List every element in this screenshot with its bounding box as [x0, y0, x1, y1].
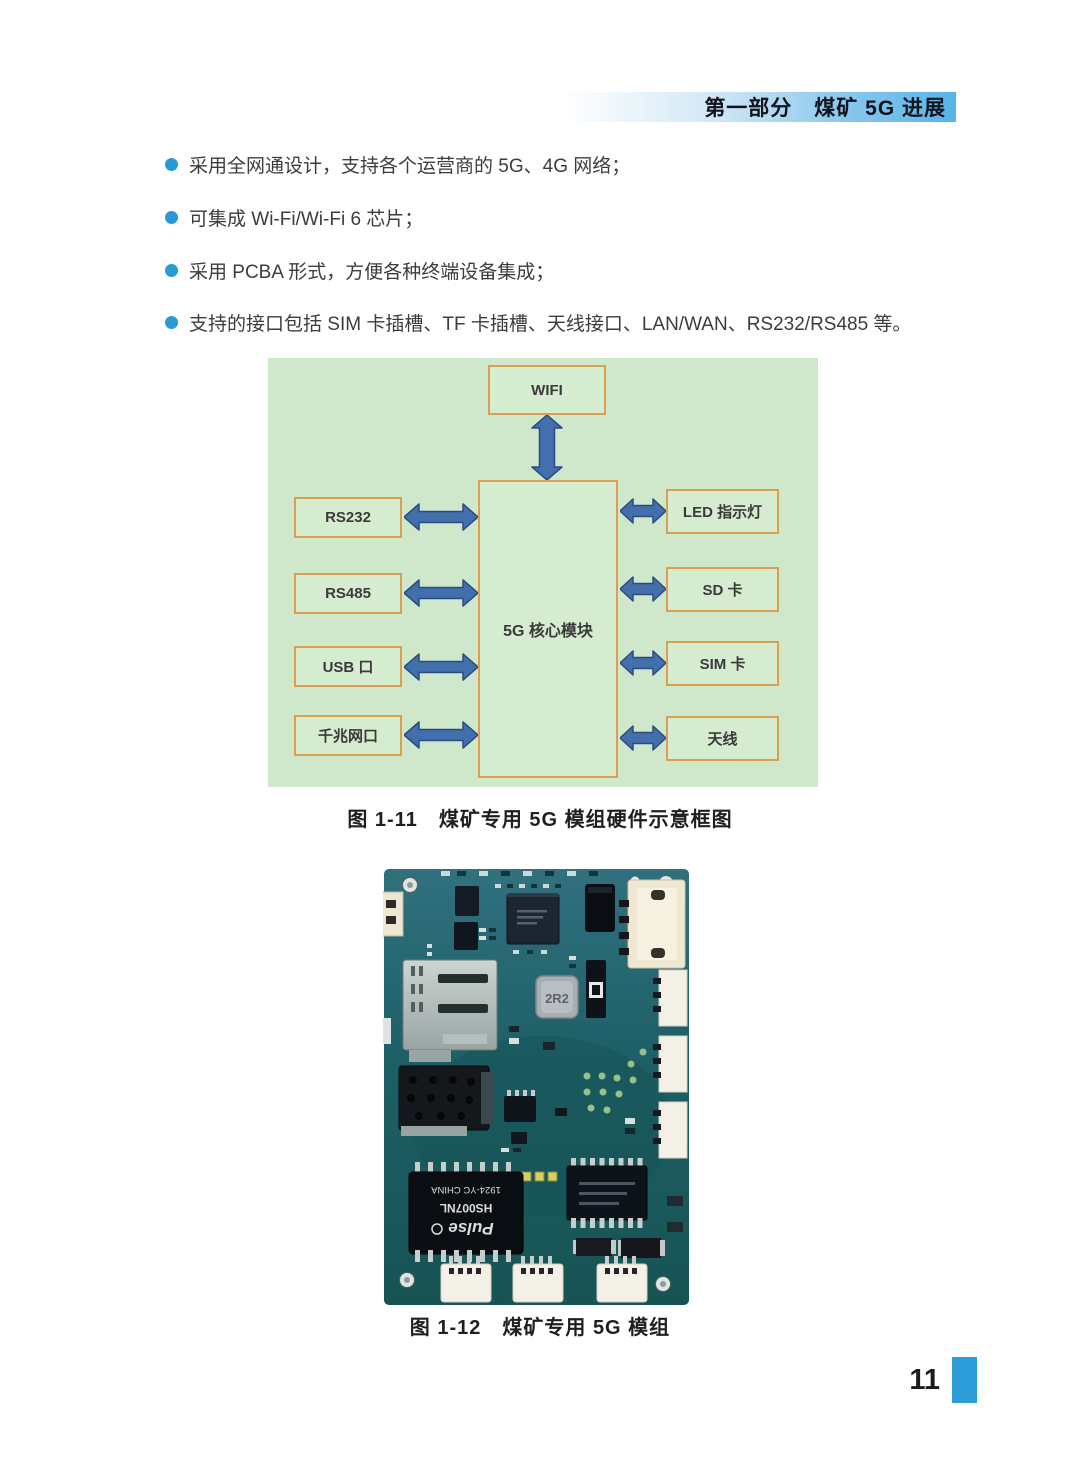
page-number-accent-tab	[952, 1357, 977, 1403]
bullet-icon	[165, 316, 178, 329]
double-arrow-icon	[404, 579, 478, 607]
diagram-box-antenna: 天线	[666, 716, 779, 761]
pulse-transformer: Pulse HS007NL 1924-YC CHINA	[408, 1162, 524, 1262]
bullet-text: 采用全网通设计，支持各个运营商的 5G、4G 网络；	[189, 156, 631, 177]
transformer-model-label: HS007NL	[440, 1201, 493, 1215]
right-ic	[566, 1158, 648, 1228]
bottom-connectors	[440, 1256, 648, 1303]
page-number: 11	[909, 1364, 940, 1396]
bullet-icon	[165, 211, 178, 224]
bullet-icon	[165, 158, 178, 171]
diagram-box-led: LED 指示灯	[666, 489, 779, 534]
diagram-box-5g-core: 5G 核心模块	[478, 480, 618, 778]
bullet-text: 采用 PCBA 形式，方便各种终端设备集成；	[189, 262, 555, 283]
double-arrow-icon	[620, 725, 666, 751]
diagram-box-usb: USB 口	[294, 646, 402, 687]
right-edge-connectors	[653, 969, 688, 1232]
bullet-item: 可集成 Wi-Fi/Wi-Fi 6 芯片；	[165, 204, 423, 231]
double-arrow-icon	[620, 650, 666, 676]
inductor-label: 2R2	[545, 991, 569, 1006]
bullet-icon	[165, 264, 178, 277]
hardware-block-diagram: WIFI 5G 核心模块 RS232 RS485 USB 口 千兆网口 LED …	[268, 358, 818, 787]
double-arrow-icon	[404, 653, 478, 681]
bullet-text: 支持的接口包括 SIM 卡插槽、TF 卡插槽、天线接口、LAN/WAN、RS23…	[189, 314, 912, 335]
double-arrow-icon	[404, 503, 478, 531]
bullet-item: 采用 PCBA 形式，方便各种终端设备集成；	[165, 257, 554, 284]
diagram-box-sim-card: SIM 卡	[666, 641, 779, 686]
double-arrow-icon	[620, 498, 666, 524]
figure-caption-1-11: 图 1-11 煤矿专用 5G 模组硬件示意框图	[347, 809, 733, 831]
diagram-box-rs232: RS232	[294, 497, 402, 538]
via-dots	[583, 1048, 647, 1114]
diagram-box-sd-card: SD 卡	[666, 567, 779, 612]
diagram-box-wifi: WIFI	[488, 365, 606, 415]
transformer-brand-label: Pulse	[448, 1219, 493, 1238]
double-arrow-icon	[404, 721, 478, 749]
pcb-board-illustration: 2R2	[383, 869, 689, 1305]
bullet-item: 采用全网通设计，支持各个运营商的 5G、4G 网络；	[165, 151, 630, 178]
section-title: 第一部分 煤矿 5G 进展	[704, 97, 946, 120]
double-arrow-icon	[620, 576, 666, 602]
bullet-text: 可集成 Wi-Fi/Wi-Fi 6 芯片；	[189, 209, 424, 230]
section-header-bar: 第一部分 煤矿 5G 进展	[563, 92, 956, 122]
diagram-box-rs485: RS485	[294, 573, 402, 614]
diagram-box-gigabit: 千兆网口	[294, 715, 402, 756]
pcb-module-photo: 2R2	[383, 866, 690, 1308]
double-arrow-icon	[531, 415, 563, 480]
transformer-marking-label: 1924-YC CHINA	[430, 1184, 500, 1195]
bullet-item: 支持的接口包括 SIM 卡插槽、TF 卡插槽、天线接口、LAN/WAN、RS23…	[165, 309, 911, 336]
figure-caption-1-12: 图 1-12 煤矿专用 5G 模组	[409, 1317, 671, 1339]
